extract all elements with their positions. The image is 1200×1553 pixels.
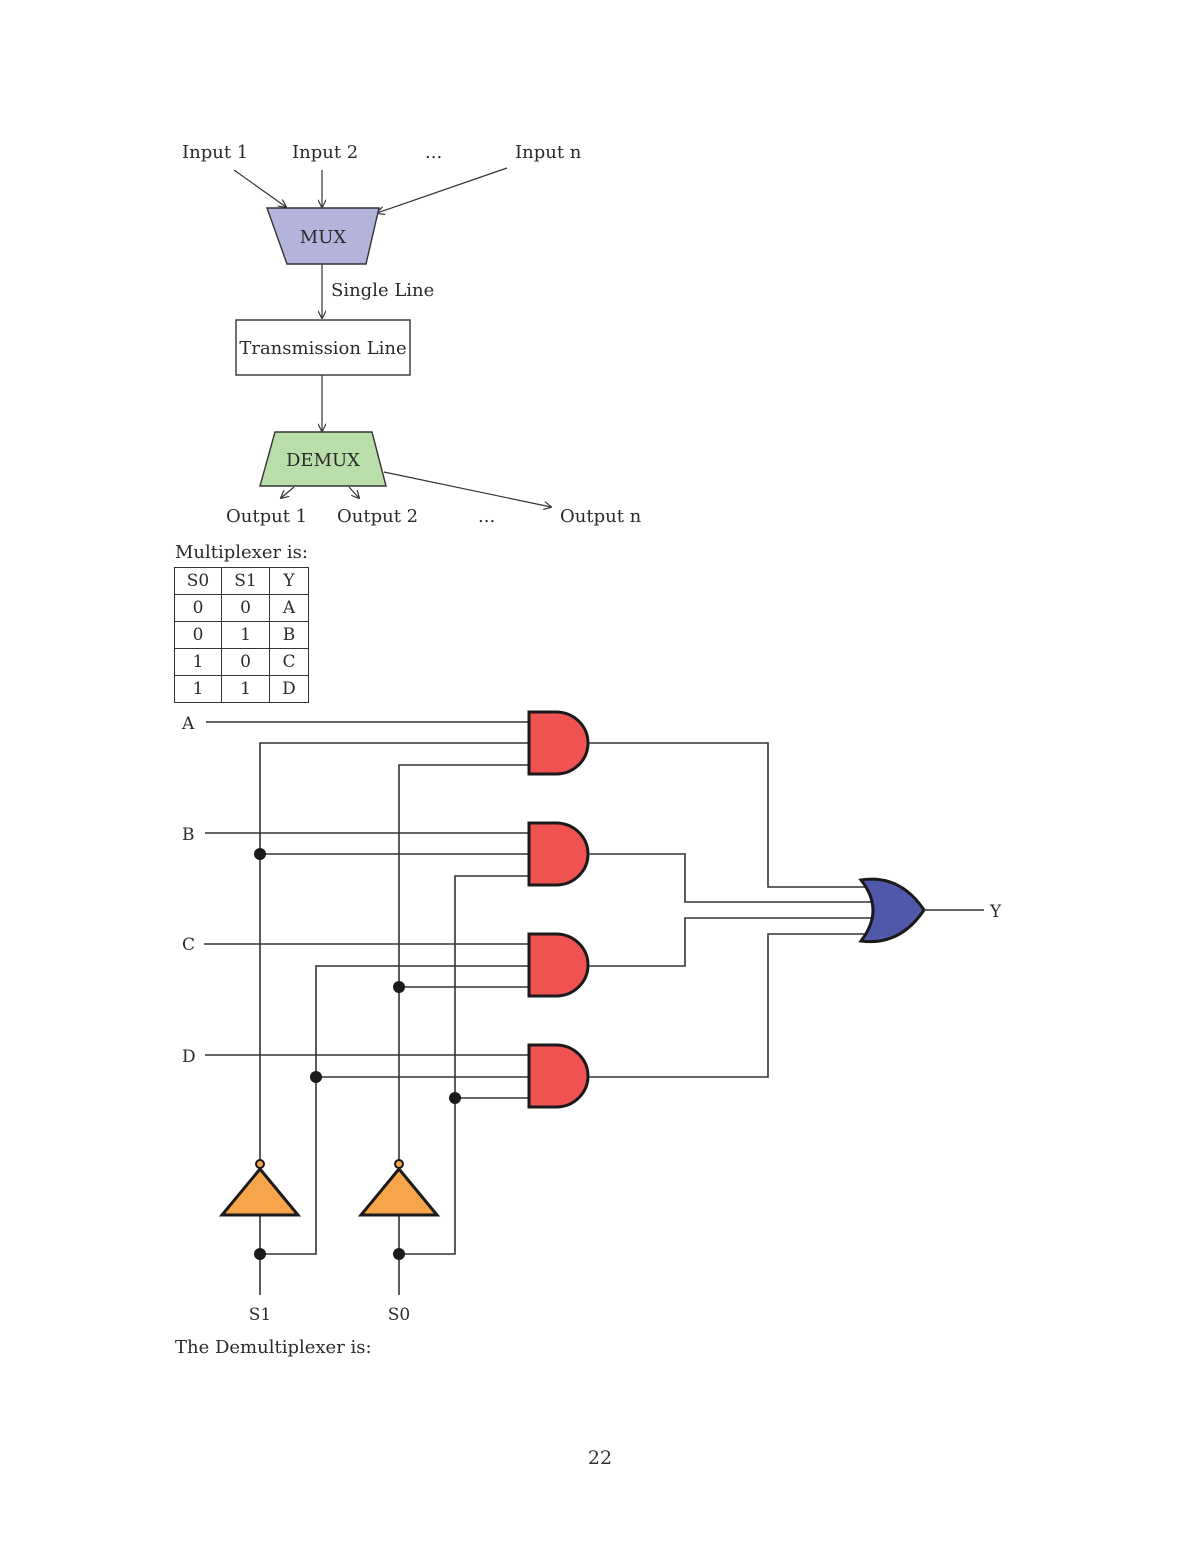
output-n-label: Output n <box>560 506 642 527</box>
cell: 1 <box>174 675 222 703</box>
demultiplexer-heading: The Demultiplexer is: <box>175 1337 372 1358</box>
cell: 1 <box>221 621 270 649</box>
input-n-label: Input n <box>515 142 582 163</box>
input-b-label: B <box>182 825 195 845</box>
cell: 1 <box>174 648 222 676</box>
wire-and-a-out <box>589 742 872 888</box>
wire-and-c-out <box>589 917 876 967</box>
wire-s0-true <box>399 875 529 1255</box>
select-s1-label: S1 <box>249 1305 271 1325</box>
input-1-label: Input 1 <box>182 142 248 163</box>
input-1-arrow <box>233 169 286 207</box>
input-c-label: C <box>182 935 195 955</box>
junction-dot <box>449 1092 461 1104</box>
and-gate-b <box>527 821 590 887</box>
junction-dot <box>254 848 266 860</box>
input-n-arrow <box>377 167 508 213</box>
truth-table-header-row: S0 S1 Y <box>174 567 309 595</box>
junction-dot <box>393 1248 405 1260</box>
cell: C <box>269 648 309 676</box>
table-row: 0 0 A <box>174 594 309 622</box>
wire-s1-inverted <box>259 742 529 1160</box>
input-2-label: Input 2 <box>292 142 358 163</box>
table-row: 1 1 D <box>174 675 309 703</box>
demux-label: DEMUX <box>286 450 360 471</box>
wire-s0-inverted <box>398 764 529 1160</box>
cell: B <box>269 621 309 649</box>
demux-block <box>259 431 387 487</box>
wire-and-d-out <box>589 933 872 1078</box>
output-y-label: Y <box>989 902 1002 922</box>
cell: 0 <box>221 648 270 676</box>
junction-dot <box>310 1071 322 1083</box>
wire-and-b-out <box>589 853 876 903</box>
mux-label: MUX <box>300 227 347 248</box>
truth-table: S0 S1 Y 0 0 A 0 1 B 1 0 C 1 1 D <box>174 567 309 703</box>
transmission-line-label: Transmission Line <box>239 338 406 359</box>
not-gate-s0 <box>357 1166 441 1217</box>
junction-dot <box>393 981 405 993</box>
table-row: 0 1 B <box>174 621 309 649</box>
multiplexer-heading: Multiplexer is: <box>175 542 308 563</box>
cell: D <box>269 675 309 703</box>
input-ellipsis-label: ... <box>425 142 442 163</box>
header-s1: S1 <box>221 567 270 595</box>
output-2-label: Output 2 <box>337 506 418 527</box>
input-a-label: A <box>181 714 195 734</box>
table-row: 1 0 C <box>174 648 309 676</box>
not-gate-s0-bubble <box>394 1159 404 1169</box>
cell: 1 <box>221 675 270 703</box>
and-gate-c <box>527 932 590 998</box>
junction-dot <box>254 1248 266 1260</box>
not-gate-s1 <box>218 1166 302 1217</box>
header-s0: S0 <box>174 567 222 595</box>
output-n-arrow <box>383 471 551 507</box>
output-ellipsis-label: ... <box>478 506 495 527</box>
transmission-line-box <box>235 319 411 376</box>
output-1-label: Output 1 <box>226 506 307 527</box>
cell: 0 <box>221 594 270 622</box>
not-gate-s1-bubble <box>255 1159 265 1169</box>
and-gate-d <box>527 1043 590 1109</box>
header-y: Y <box>269 567 309 595</box>
wire-s1-true <box>260 965 529 1255</box>
output-1-arrow <box>281 486 295 498</box>
cell: 0 <box>174 621 222 649</box>
block-diagram: Input 1 Input 2 ... Input n MUX Single L… <box>182 142 642 527</box>
page-number: 22 <box>587 1447 613 1469</box>
mux-circuit: A B C D <box>181 710 1002 1325</box>
input-d-label: D <box>182 1047 196 1067</box>
cell: 0 <box>174 594 222 622</box>
cell: A <box>269 594 309 622</box>
or-gate <box>858 877 926 944</box>
select-s0-label: S0 <box>388 1305 410 1325</box>
and-gate-a <box>527 710 590 776</box>
mux-block <box>266 207 380 265</box>
output-2-arrow <box>348 486 359 498</box>
single-line-label: Single Line <box>331 280 434 301</box>
